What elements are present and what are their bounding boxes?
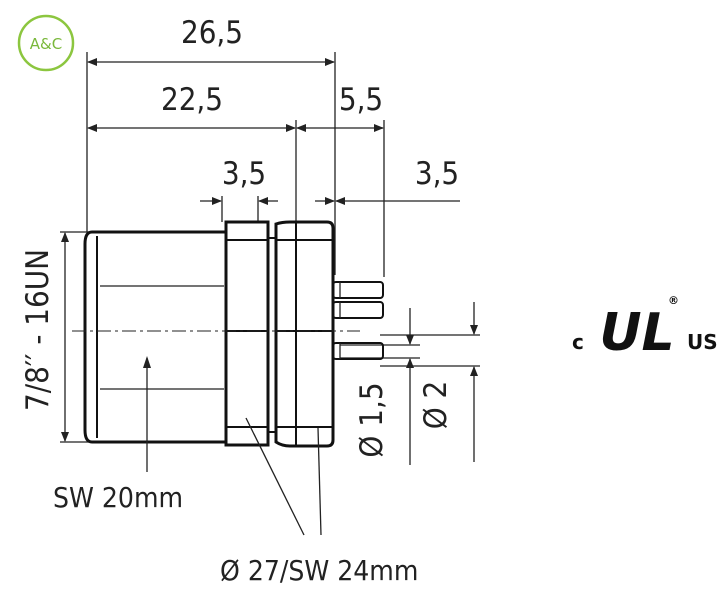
label-wrench-front: SW 20mm bbox=[53, 481, 183, 514]
brand-logo-text: A&C bbox=[30, 35, 62, 53]
ul-registered: ® bbox=[668, 294, 679, 307]
dim-body-length: 22,5 bbox=[161, 82, 223, 118]
dim-overall-length: 26,5 bbox=[181, 15, 243, 51]
extension-lines bbox=[60, 52, 385, 443]
dimension-lines bbox=[61, 58, 480, 465]
dim-pin-diameter: Ø 1,5 bbox=[354, 382, 390, 457]
ul-us-text: US bbox=[687, 330, 718, 354]
dim-pin-length: 5,5 bbox=[339, 82, 383, 118]
leader-lines bbox=[143, 356, 322, 536]
dim-rear-width: 3,5 bbox=[415, 156, 459, 192]
connector-body bbox=[83, 220, 384, 448]
ul-mark-text: UL bbox=[599, 303, 674, 363]
dim-nut-width: 3,5 bbox=[222, 156, 266, 192]
label-wrench-nut: Ø 27/SW 24mm bbox=[220, 554, 418, 587]
dim-pin-spacing: Ø 2 bbox=[418, 381, 454, 430]
brand-logo: A&C bbox=[17, 14, 75, 72]
ul-certification-mark: c UL US ® bbox=[572, 294, 718, 363]
ul-c-text: c bbox=[572, 330, 584, 354]
dim-thread: 7/8′′ - 16UN bbox=[20, 249, 56, 411]
